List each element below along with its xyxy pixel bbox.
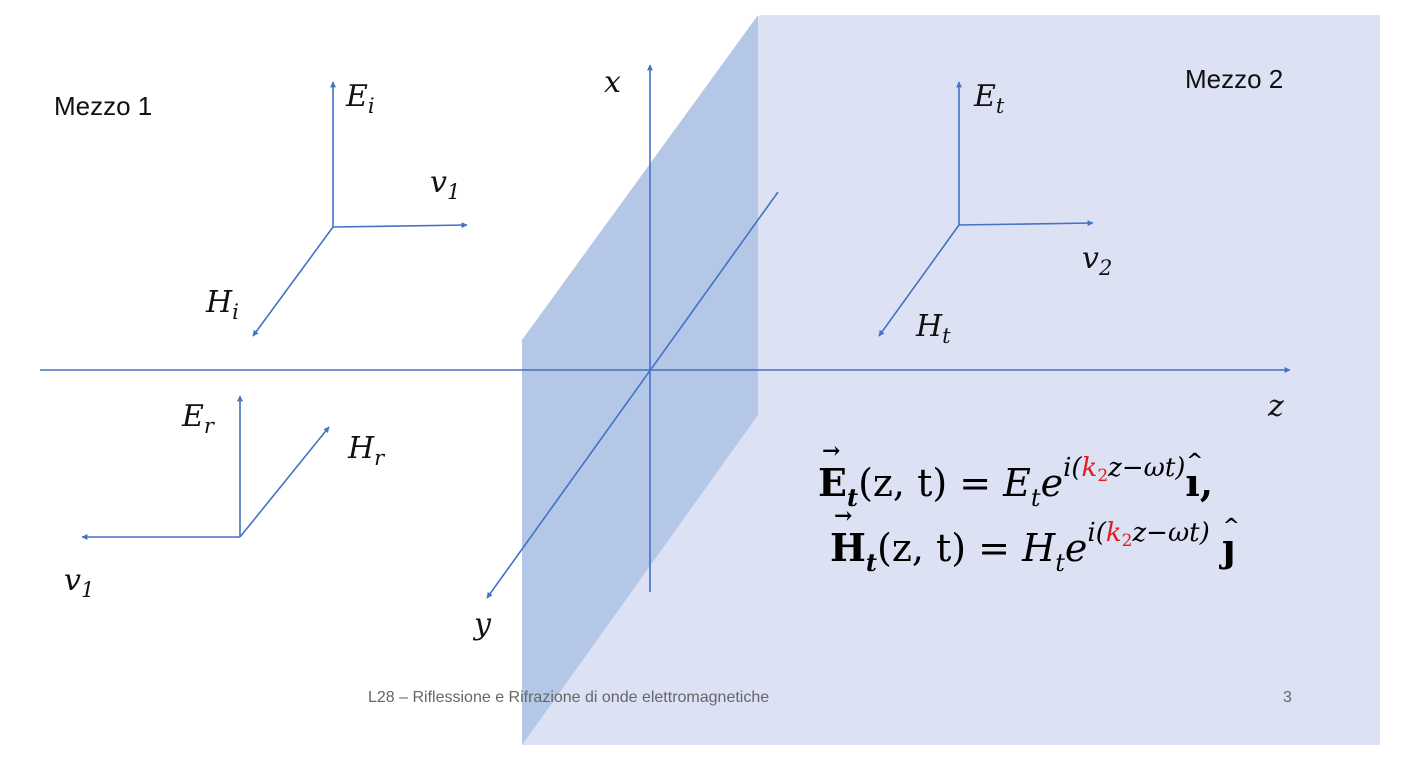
reflected-e-label: Er [182, 399, 214, 438]
y-axis-arrow [486, 191, 779, 599]
reflected-h-label: Hr [348, 431, 385, 470]
z-axis-label: z [1268, 389, 1284, 424]
incident-v-arrow [332, 222, 468, 229]
footer-title: L28 – Riflessione e Rifrazione di onde e… [368, 689, 770, 706]
y-axis-label: y [474, 607, 491, 642]
transmitted-v-arrow [958, 220, 1094, 227]
equation-e-field: Et(z, t) = Etei(k2z−ωt)ı, [818, 440, 1213, 510]
incident-v-label: v1 [430, 165, 461, 204]
transmitted-e-label: Et [974, 79, 1005, 118]
transmitted-h-arrow [878, 224, 960, 337]
incident-h-arrow [252, 226, 334, 337]
interface-plane [522, 15, 758, 745]
medium2-label: Mezzo 2 [1185, 64, 1284, 94]
transmitted-v-label: v2 [1082, 241, 1113, 280]
incident-h-label: Hi [206, 285, 239, 324]
equation-h-field: Ht(z, t) = Htei(k2z−ωt) ȷ [830, 505, 1239, 575]
x-axis-label: x [604, 65, 621, 100]
transmitted-h-label: Ht [916, 309, 951, 348]
medium1-label: Mezzo 1 [54, 91, 153, 121]
reflected-v-label: v1 [64, 563, 95, 602]
page-number: 3 [1283, 689, 1292, 706]
incident-e-label: Ei [346, 79, 375, 118]
reflected-h-arrow [239, 426, 330, 538]
